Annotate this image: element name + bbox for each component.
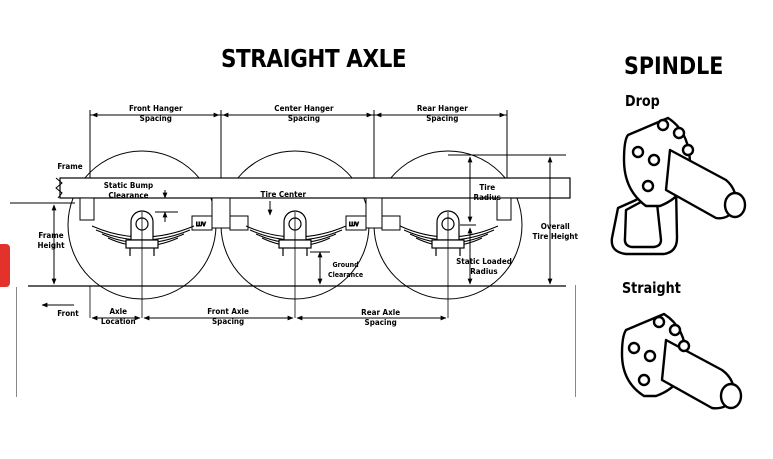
side-tab [0,244,10,287]
drop-heading: Drop [625,92,660,110]
straight-heading: Straight [622,279,681,297]
frame-rail [55,177,571,199]
hangers: LUV LUV [79,197,512,231]
diagram-title: STRAIGHT AXLE [221,44,407,73]
tire-center-label: Tire Center [260,190,307,199]
svg-text:LUV: LUV [196,222,206,228]
right-rule [575,285,576,397]
spindle-title: SPINDLE [624,52,724,80]
drop-spindle-icon [610,116,747,256]
svg-text:LUV: LUV [349,222,359,228]
front-label: Front [57,309,79,318]
left-rule [16,287,17,397]
straight-spindle-icon [620,312,743,410]
frame-label: Frame [57,162,83,171]
